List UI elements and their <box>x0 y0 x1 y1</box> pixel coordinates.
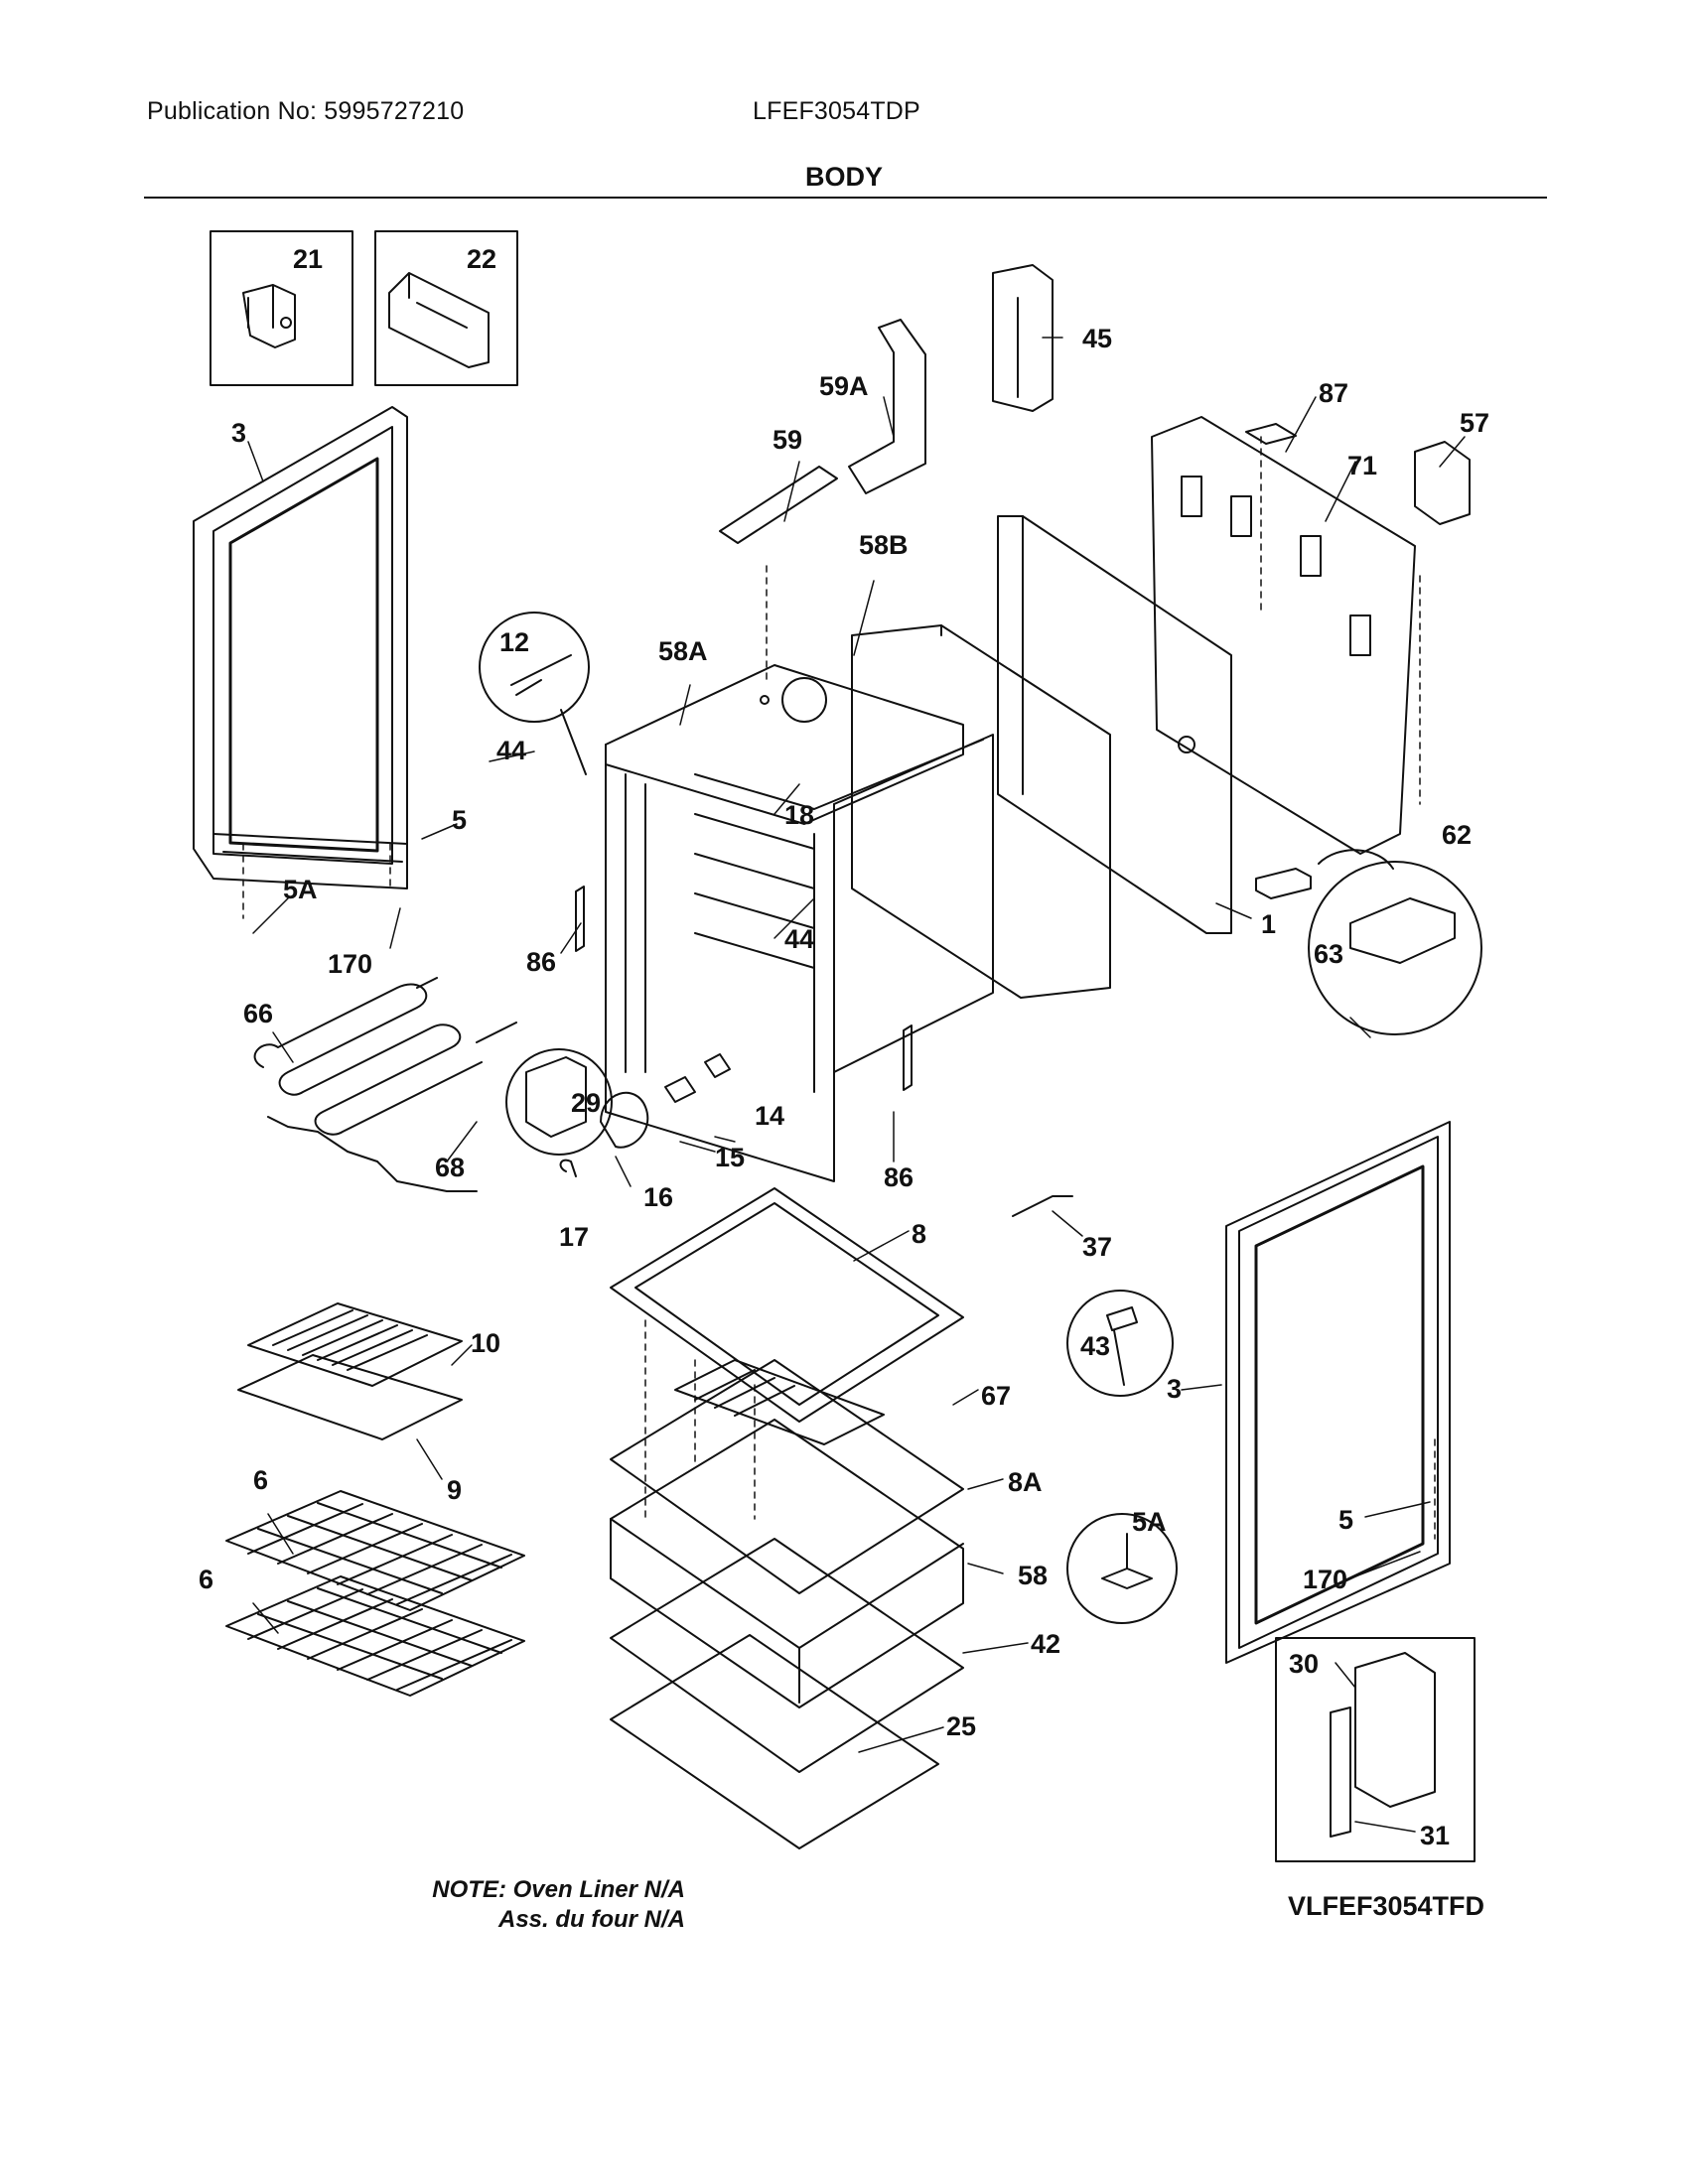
label-71: 71 <box>1347 451 1377 480</box>
label-8a: 8A <box>1008 1467 1043 1497</box>
label-9: 9 <box>447 1475 462 1505</box>
guide-lines <box>242 436 1436 1540</box>
label-5a-left: 5A <box>283 875 318 904</box>
label-68: 68 <box>435 1153 465 1182</box>
leader-lines <box>247 337 1466 1833</box>
bracket-86-left <box>575 886 585 952</box>
wire-37 <box>1012 1195 1073 1217</box>
label-45: 45 <box>1082 324 1112 353</box>
terminal-block-callout <box>1255 849 1482 1035</box>
inset-box-21 <box>210 230 353 386</box>
label-170-left: 170 <box>328 949 372 979</box>
label-17: 17 <box>559 1222 589 1252</box>
label-87: 87 <box>1319 378 1348 408</box>
note-line-1: NOTE: Oven Liner N/A <box>432 1876 685 1903</box>
label-66: 66 <box>243 999 273 1028</box>
label-5-right: 5 <box>1338 1505 1353 1535</box>
oven-rack-upper <box>225 1490 525 1611</box>
left-side-panel <box>193 406 408 889</box>
note-line-2: Ass. du four N/A <box>497 1906 685 1933</box>
label-58b: 58B <box>859 530 909 560</box>
label-170-right: 170 <box>1303 1565 1347 1594</box>
label-57: 57 <box>1460 408 1489 438</box>
right-side-panel <box>1225 1121 1451 1664</box>
bottom-parts-stack <box>610 1187 964 1849</box>
label-6-bottom: 6 <box>199 1565 213 1594</box>
label-86-right: 86 <box>884 1162 914 1192</box>
rear-panel-1 <box>997 515 1232 934</box>
label-10: 10 <box>471 1328 500 1358</box>
vent-duct-parts <box>719 264 1054 544</box>
publication-number: Publication No: 5995727210 <box>147 97 465 125</box>
part-labels: 21 22 3 59A 45 59 87 57 71 58B 12 58A 44… <box>199 244 1489 1850</box>
lamp-parts <box>505 1048 731 1177</box>
label-21: 21 <box>293 244 323 274</box>
label-31: 31 <box>1420 1821 1450 1850</box>
oven-rack-lower <box>225 1575 525 1697</box>
wire-68 <box>267 1116 478 1192</box>
label-5a-right: 5A <box>1132 1507 1167 1537</box>
label-58: 58 <box>1018 1561 1048 1590</box>
label-42: 42 <box>1031 1629 1060 1659</box>
label-29: 29 <box>571 1088 601 1118</box>
label-58a: 58A <box>658 636 708 666</box>
sensor-callout-12 <box>479 612 590 775</box>
label-16: 16 <box>643 1182 673 1212</box>
label-44-top: 44 <box>496 736 526 765</box>
label-3-left: 3 <box>231 418 246 448</box>
label-43: 43 <box>1080 1331 1110 1361</box>
inset-box-22 <box>374 230 518 386</box>
header-rule <box>144 197 1547 199</box>
label-3-right: 3 <box>1167 1374 1182 1404</box>
back-cover-71 <box>1151 416 1416 855</box>
label-44-mid: 44 <box>784 924 814 954</box>
model-number: LFEF3054TDP <box>753 97 920 125</box>
label-62: 62 <box>1442 820 1472 850</box>
diagram-code: VLFEF3054TFD <box>1287 1891 1484 1921</box>
label-63: 63 <box>1314 939 1343 969</box>
label-86-left: 86 <box>526 947 556 977</box>
label-1: 1 <box>1261 909 1276 939</box>
label-5-left: 5 <box>452 805 467 835</box>
label-6-top: 6 <box>253 1465 268 1495</box>
label-37: 37 <box>1082 1232 1112 1262</box>
label-8: 8 <box>912 1219 926 1249</box>
label-59a: 59A <box>819 371 869 401</box>
label-30: 30 <box>1289 1649 1319 1679</box>
label-22: 22 <box>467 244 496 274</box>
bake-element-66 <box>253 977 517 1136</box>
label-18: 18 <box>784 800 814 830</box>
label-59: 59 <box>773 425 802 455</box>
broil-pan <box>237 1302 463 1440</box>
label-12: 12 <box>499 627 529 657</box>
label-15: 15 <box>715 1143 745 1172</box>
vent-87-and-57 <box>1245 423 1471 525</box>
section-title: BODY <box>804 162 883 192</box>
inset-box-30-31 <box>1275 1637 1476 1862</box>
leveler-callout-5a <box>1066 1513 1178 1624</box>
label-25: 25 <box>946 1711 976 1741</box>
label-67: 67 <box>981 1381 1011 1411</box>
oven-cavity <box>605 664 994 1182</box>
bracket-86-right <box>903 1024 913 1091</box>
label-14: 14 <box>755 1101 784 1131</box>
screw-callout-43 <box>1066 1290 1174 1397</box>
back-insulation-58b <box>851 624 1111 999</box>
